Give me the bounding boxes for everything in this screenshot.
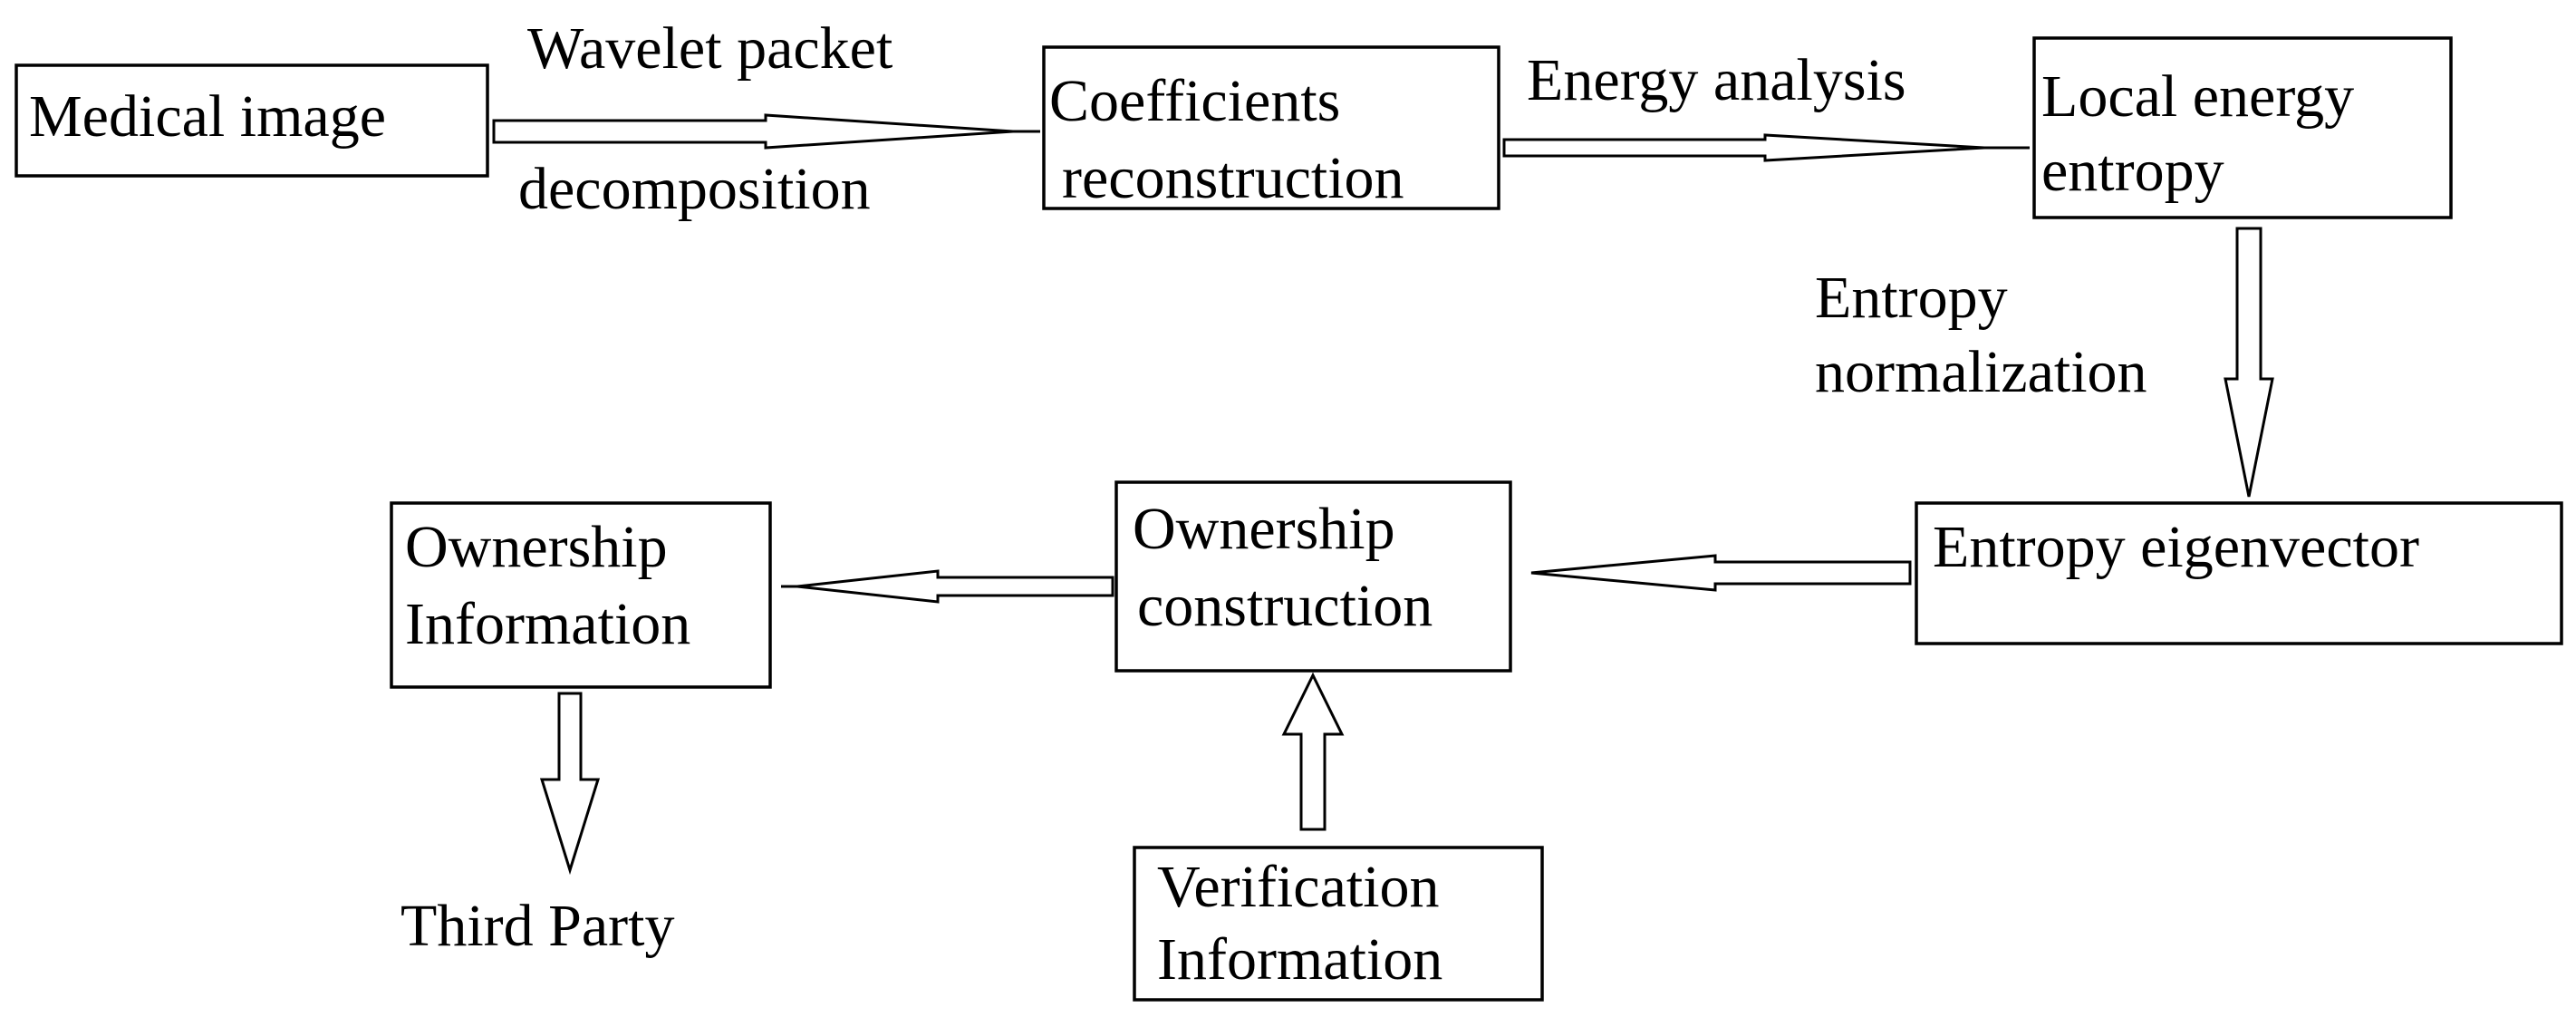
arrow-right-wavelet [492, 113, 1014, 150]
coefficients-reconstruction-label-line1: Coefficients [1049, 68, 1340, 134]
verification-information-label-line1: Verification [1157, 854, 1440, 920]
wavelet-packet-label: Wavelet packet [527, 15, 892, 82]
arrow-left-ownership [796, 569, 1114, 604]
arrow-down-third-party [539, 692, 601, 876]
ownership-information-label-line2: Information [405, 591, 690, 657]
arrow-up-verification [1281, 672, 1345, 831]
entropy-eigenvector-label: Entropy eigenvector [1933, 514, 2419, 580]
medical-image-box [14, 63, 489, 178]
ownership-information-label-line1: Ownership [405, 514, 668, 580]
local-energy-entropy-label-line1: Local energy [2041, 63, 2354, 130]
arrow-down-normalization [2224, 227, 2274, 498]
ownership-information-box [390, 501, 772, 689]
normalization-label: normalization [1815, 339, 2147, 405]
ownership-construction-label-line1: Ownership [1133, 496, 1395, 562]
ownership-construction-box [1114, 480, 1512, 673]
verification-information-label-line2: Information [1157, 926, 1442, 993]
entropy-eigenvector-box [1915, 501, 2563, 645]
verification-information-box [1133, 846, 1544, 1002]
arrow-right-energy [1502, 133, 1985, 162]
medical-image-label: Medical image [29, 83, 386, 150]
energy-analysis-label: Energy analysis [1527, 47, 1906, 113]
local-energy-entropy-box [2032, 36, 2453, 219]
arrow-left-eigenvector [1530, 554, 1912, 592]
coefficients-reconstruction-label-line2: reconstruction [1062, 145, 1404, 211]
ownership-construction-label-line2: construction [1137, 573, 1433, 639]
coefficients-reconstruction-box [1042, 45, 1500, 210]
decomposition-label: decomposition [518, 156, 871, 222]
local-energy-entropy-label-line2: entropy [2041, 138, 2224, 204]
entropy-label: Entropy [1815, 265, 2008, 331]
third-party-label: Third Party [400, 893, 674, 959]
